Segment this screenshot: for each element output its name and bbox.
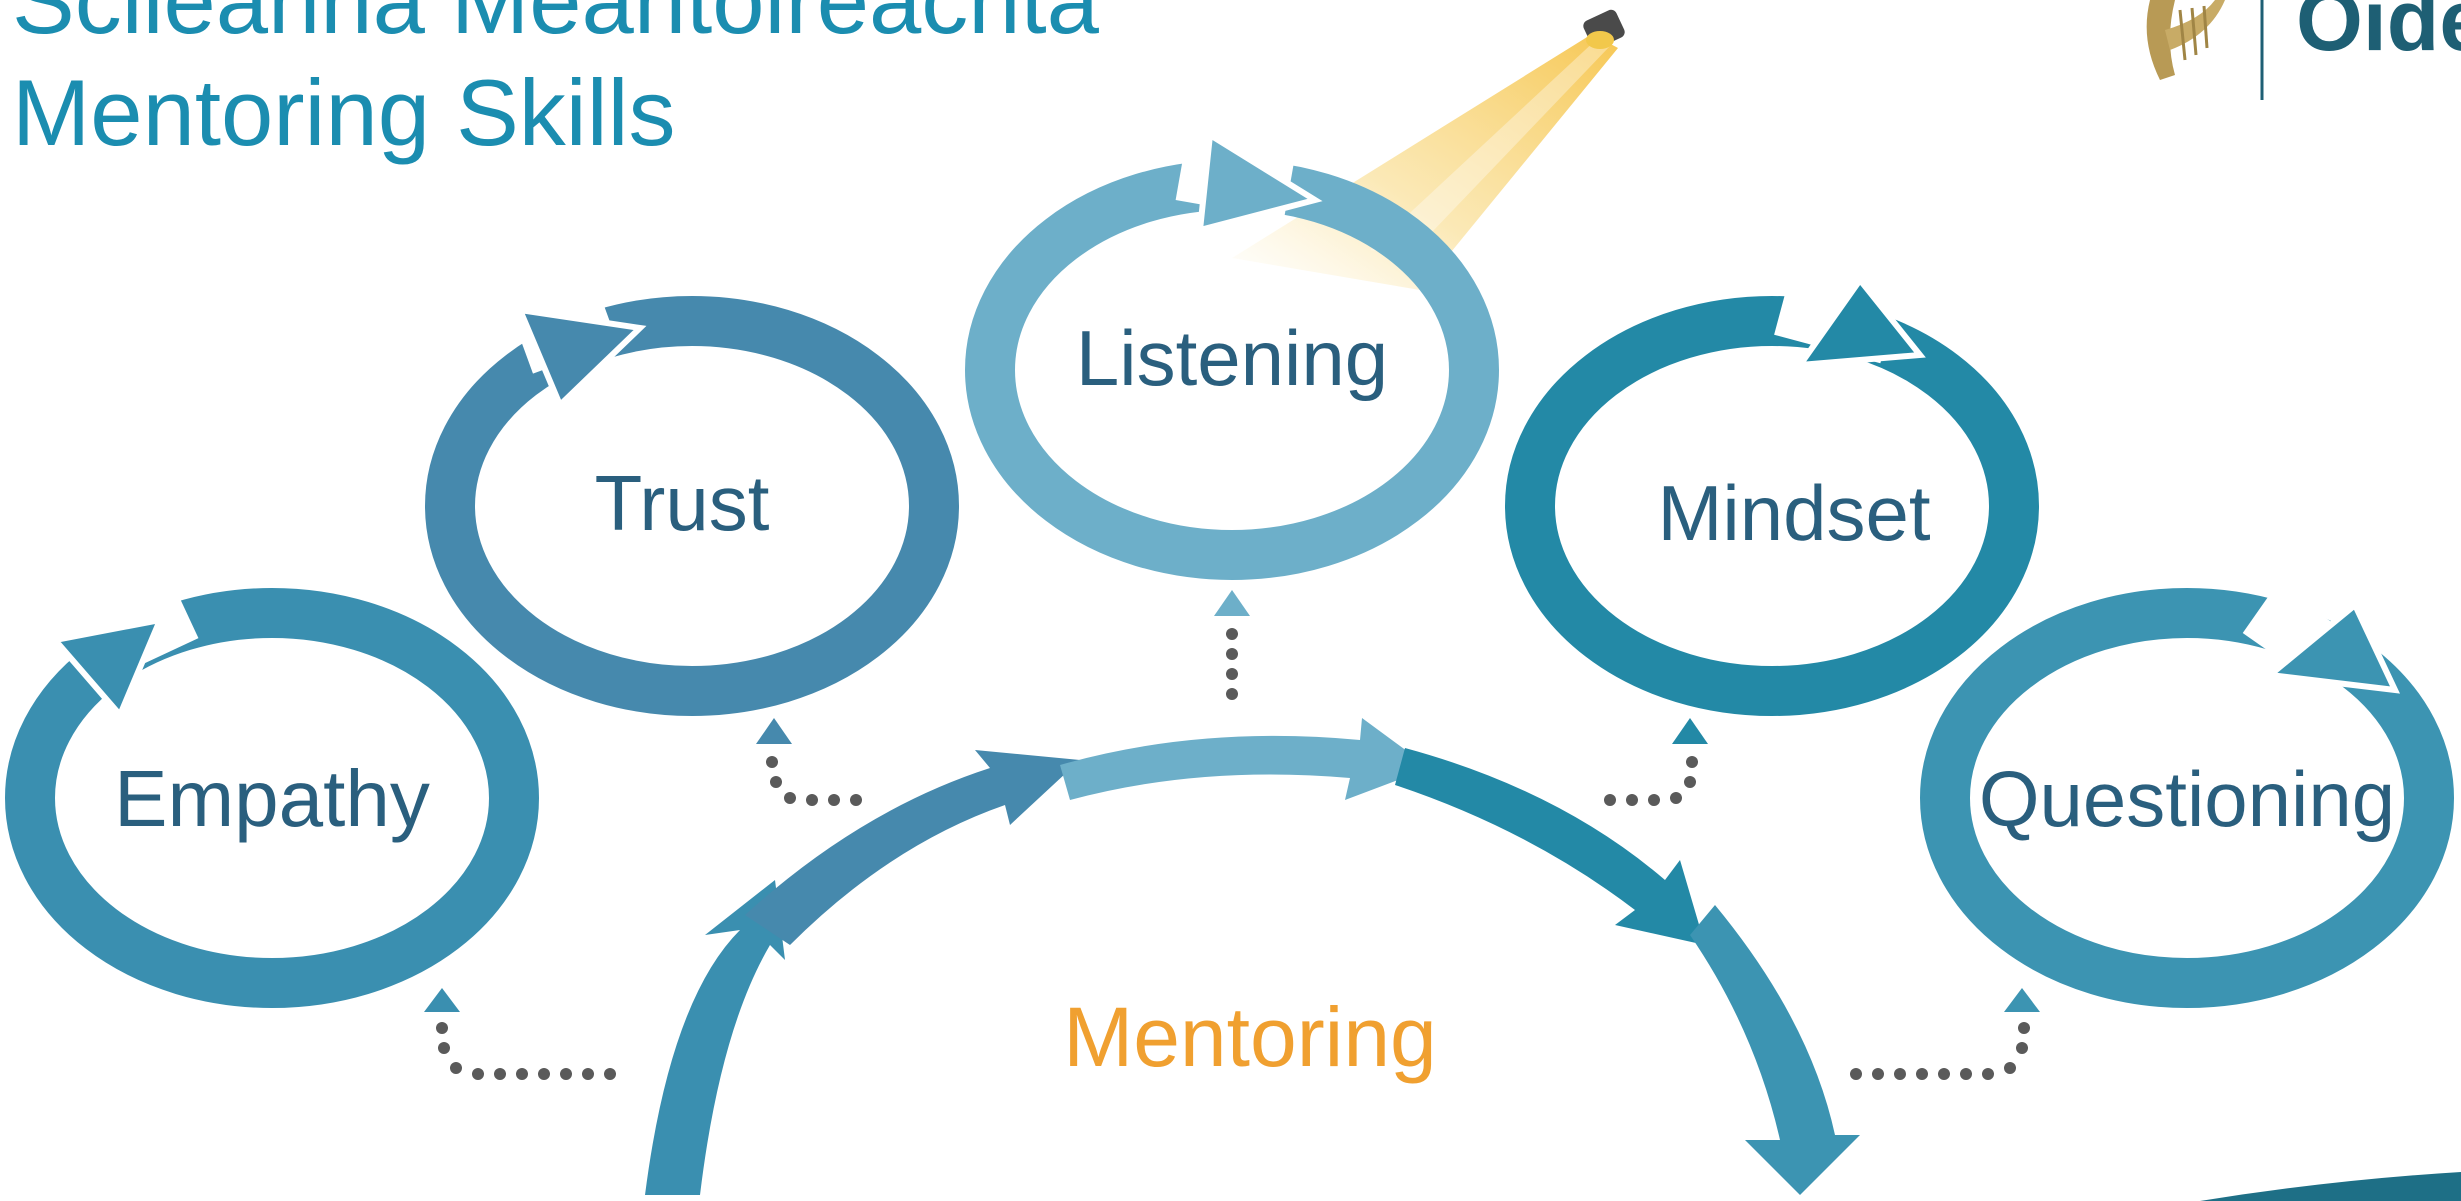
harp-emblem-icon xyxy=(2146,0,2264,100)
dotted-connectors xyxy=(424,590,2040,1080)
cycle-empathy: Empathy xyxy=(5,583,539,1008)
node-label-trust: Trust xyxy=(595,459,770,547)
title-line-irish: Scileanna Meantóireachta xyxy=(12,0,1099,53)
arc-segment-trust xyxy=(745,750,1080,945)
arc-segment-mindset xyxy=(1395,748,1705,945)
node-label-listening: Listening xyxy=(1076,314,1388,402)
cycle-questioning: Questioning xyxy=(1920,583,2454,1008)
connector-questioning xyxy=(1850,988,2040,1080)
node-label-empathy: Empathy xyxy=(114,754,430,843)
title-line-english: Mentoring Skills xyxy=(12,60,676,165)
cycle-trust: Trust xyxy=(425,286,959,716)
arc-segment-questioning xyxy=(1690,905,1860,1195)
connector-empathy xyxy=(424,988,616,1080)
node-label-questioning: Questioning xyxy=(1979,755,2395,843)
connector-mindset xyxy=(1604,718,1708,806)
cycle-listening: Listening xyxy=(965,129,1499,580)
connector-listening xyxy=(1214,590,1250,700)
logo-wordmark: Oide xyxy=(2296,0,2461,69)
connector-trust xyxy=(756,718,862,806)
mentoring-arc xyxy=(645,718,1860,1195)
center-label-mentoring: Mentoring xyxy=(1063,990,1437,1084)
node-label-mindset: Mindset xyxy=(1657,469,1930,557)
footer-swoosh xyxy=(2200,1172,2461,1201)
arc-segment-listening xyxy=(1060,718,1430,800)
cycle-mindset: Mindset xyxy=(1505,275,2039,716)
arc-segment-empathy xyxy=(645,880,785,1195)
